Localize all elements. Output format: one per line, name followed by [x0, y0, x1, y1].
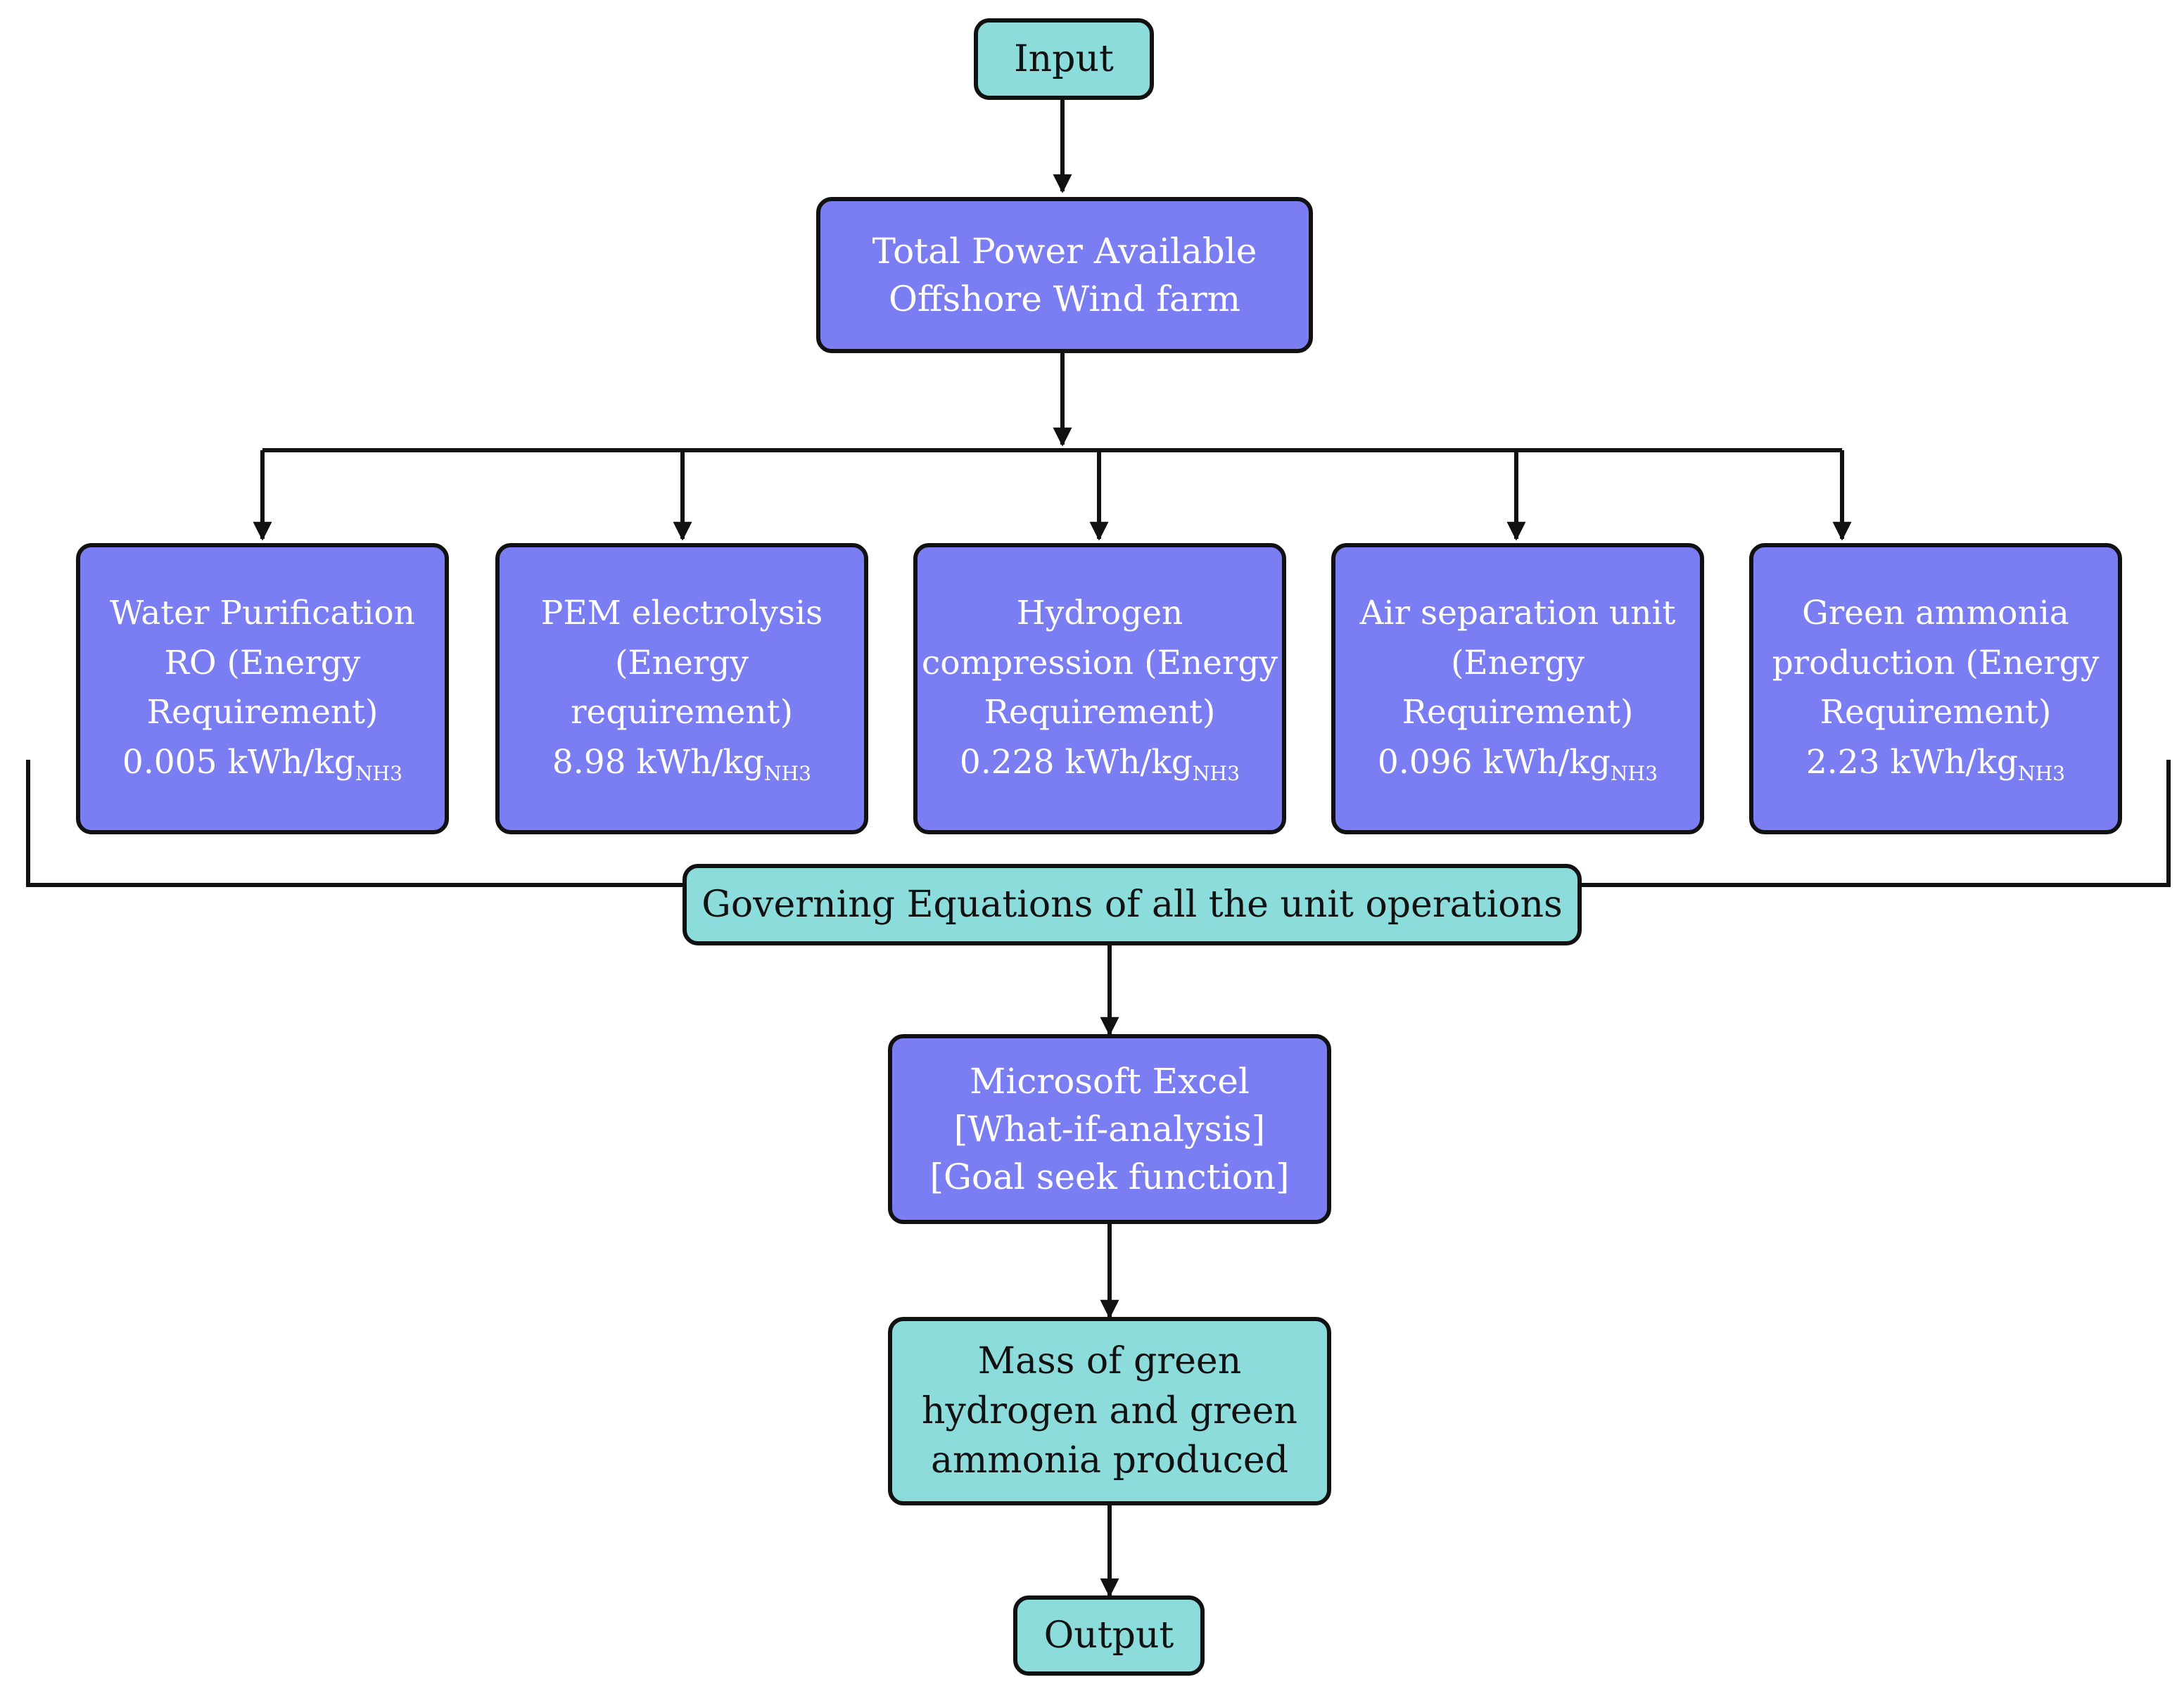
- input-label: Input: [1014, 37, 1114, 80]
- hydrogen-compression-energy: 0.228 kWh/kgNH3: [960, 738, 1240, 789]
- excel-node: Microsoft Excel [What-if-analysis] [Goal…: [888, 1034, 1331, 1224]
- input-node: Input: [974, 18, 1154, 100]
- pem-electrolysis-node: PEM electrolysis (Energy requirement) 8.…: [495, 543, 868, 834]
- excel-line1: Microsoft Excel: [970, 1061, 1250, 1102]
- green-ammonia-node: Green ammonia production (Energy Require…: [1749, 543, 2122, 834]
- pem-electrolysis-energy-subscript: NH3: [763, 761, 812, 785]
- air-separation-energy: 0.096 kWh/kgNH3: [1378, 738, 1658, 789]
- green-ammonia-line3: Requirement): [1820, 693, 2052, 732]
- green-ammonia-energy-subscript: NH3: [2017, 761, 2066, 785]
- total-power-node: Total Power Available Offshore Wind farm: [816, 197, 1313, 353]
- pem-electrolysis-line1: PEM electrolysis: [540, 594, 823, 633]
- excel-line2: [What-if-analysis]: [953, 1109, 1266, 1149]
- hydrogen-compression-energy-subscript: NH3: [1192, 761, 1240, 785]
- hydrogen-compression-line1: Hydrogen: [1016, 594, 1183, 633]
- mass-line3: ammonia produced: [931, 1439, 1288, 1482]
- air-separation-node: Air separation unit (Energy Requirement)…: [1331, 543, 1704, 834]
- water-purification-energy-value: 0.005 kWh/kg: [122, 742, 355, 782]
- bracket-right: [1582, 760, 2171, 887]
- water-purification-energy: 0.005 kWh/kgNH3: [122, 738, 402, 789]
- hydrogen-compression-line2: compression (Energy: [921, 643, 1278, 682]
- pem-electrolysis-line2: (Energy: [615, 643, 749, 682]
- air-separation-energy-value: 0.096 kWh/kg: [1377, 742, 1611, 782]
- air-separation-energy-subscript: NH3: [1610, 761, 1658, 785]
- hydrogen-compression-node: Hydrogen compression (Energy Requirement…: [913, 543, 1286, 834]
- total-power-line2: Offshore Wind farm: [888, 279, 1241, 319]
- hydrogen-compression-energy-value: 0.228 kWh/kg: [959, 742, 1193, 782]
- mass-line2: hydrogen and green: [922, 1389, 1297, 1432]
- water-purification-energy-subscript: NH3: [355, 761, 403, 785]
- output-label: Output: [1043, 1614, 1174, 1657]
- water-purification-line3: Requirement): [146, 693, 379, 732]
- bracket-left: [26, 760, 682, 887]
- pem-electrolysis-energy-value: 8.98 kWh/kg: [552, 742, 764, 782]
- pem-electrolysis-line3: requirement): [571, 693, 793, 732]
- hydrogen-compression-line3: Requirement): [984, 693, 1216, 732]
- mass-produced-node: Mass of green hydrogen and green ammonia…: [888, 1317, 1331, 1505]
- green-ammonia-line2: production (Energy: [1772, 643, 2100, 682]
- green-ammonia-energy: 2.23 kWh/kgNH3: [1806, 738, 2065, 789]
- air-separation-line3: Requirement): [1402, 693, 1634, 732]
- governing-equations-node: Governing Equations of all the unit oper…: [682, 864, 1582, 945]
- water-purification-node: Water Purification RO (Energy Requiremen…: [76, 543, 449, 834]
- excel-line3: [Goal seek function]: [929, 1157, 1290, 1197]
- air-separation-line2: (Energy: [1451, 643, 1585, 682]
- pem-electrolysis-energy: 8.98 kWh/kgNH3: [552, 738, 811, 789]
- total-power-line1: Total Power Available: [872, 231, 1257, 272]
- air-separation-line1: Air separation unit: [1359, 594, 1676, 633]
- green-ammonia-line1: Green ammonia: [1802, 594, 2069, 633]
- water-purification-line1: Water Purification: [110, 594, 415, 633]
- mass-line1: Mass of green: [977, 1339, 1242, 1382]
- green-ammonia-energy-value: 2.23 kWh/kg: [1805, 742, 2018, 782]
- governing-equations-label: Governing Equations of all the unit oper…: [701, 883, 1563, 926]
- output-node: Output: [1013, 1595, 1205, 1676]
- water-purification-line2: RO (Energy: [164, 643, 361, 682]
